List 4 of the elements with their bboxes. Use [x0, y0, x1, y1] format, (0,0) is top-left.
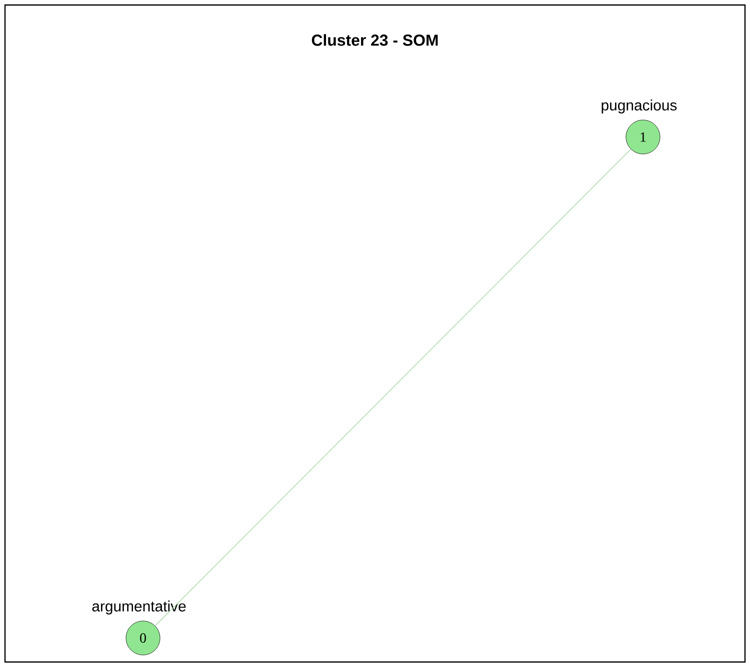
node-label: pugnacious	[602, 100, 677, 114]
edge-line	[154, 148, 632, 626]
node-label: argumentative	[92, 600, 186, 614]
chart-title: Cluster 23 - SOM	[312, 34, 438, 46]
